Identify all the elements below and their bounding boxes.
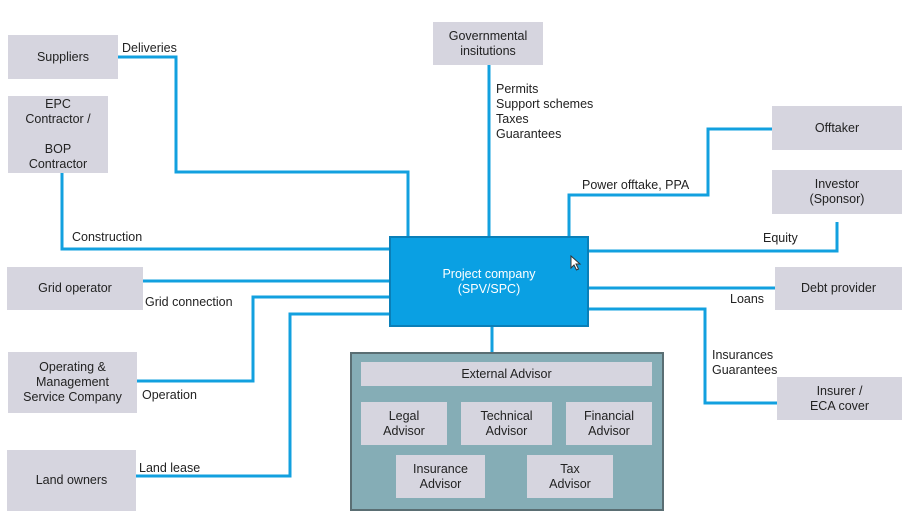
insurance-advisor: Insurance Advisor [396,455,485,498]
external-advisor-header: External Advisor [361,362,652,386]
connector-offtaker [567,127,773,238]
node-offtaker: Offtaker [772,106,902,150]
technical-advisor: Technical Advisor [461,402,552,445]
node-epc-contractor: EPC Contractor / BOP Contractor [8,96,108,173]
legal-advisor: Legal Advisor [361,402,447,445]
connector-om-company [137,295,390,383]
node-suppliers: Suppliers [8,35,118,79]
connector-epc [60,173,390,251]
external-advisor-group: External Advisor Legal Advisor Technical… [350,352,664,511]
node-governmental-institutions: Governmental insitutions [433,22,543,65]
label-insurance: Insurances Guarantees [712,348,778,377]
tax-advisor: Tax Advisor [527,455,613,498]
node-om-company: Operating & Management Service Company [8,352,137,413]
node-grid-operator: Grid operator [7,267,143,310]
node-investor: Investor (Sponsor) [772,170,902,214]
financial-advisor: Financial Advisor [566,402,652,445]
connector-insurer [588,307,778,405]
label-equity: Equity [763,231,798,245]
node-debt-provider: Debt provider [775,267,902,310]
mouse-cursor-icon [570,255,582,271]
node-land-owners: Land owners [7,450,136,511]
label-operation: Operation [142,388,197,402]
label-government: Permits Support schemes Taxes Guarantees [496,82,594,141]
label-loans: Loans [730,292,765,306]
connector-land-owners [136,312,390,478]
label-grid-connection: Grid connection [145,295,233,309]
label-land-lease: Land lease [139,461,201,475]
project-company: Project company (SPV/SPC) [389,236,589,327]
node-insurer: Insurer / ECA cover [777,377,902,420]
label-deliveries: Deliveries [122,41,177,55]
connector-suppliers [118,55,410,238]
label-ppa: Power offtake, PPA [582,178,690,192]
connector-investor [588,222,839,253]
label-construction: Construction [72,230,143,244]
